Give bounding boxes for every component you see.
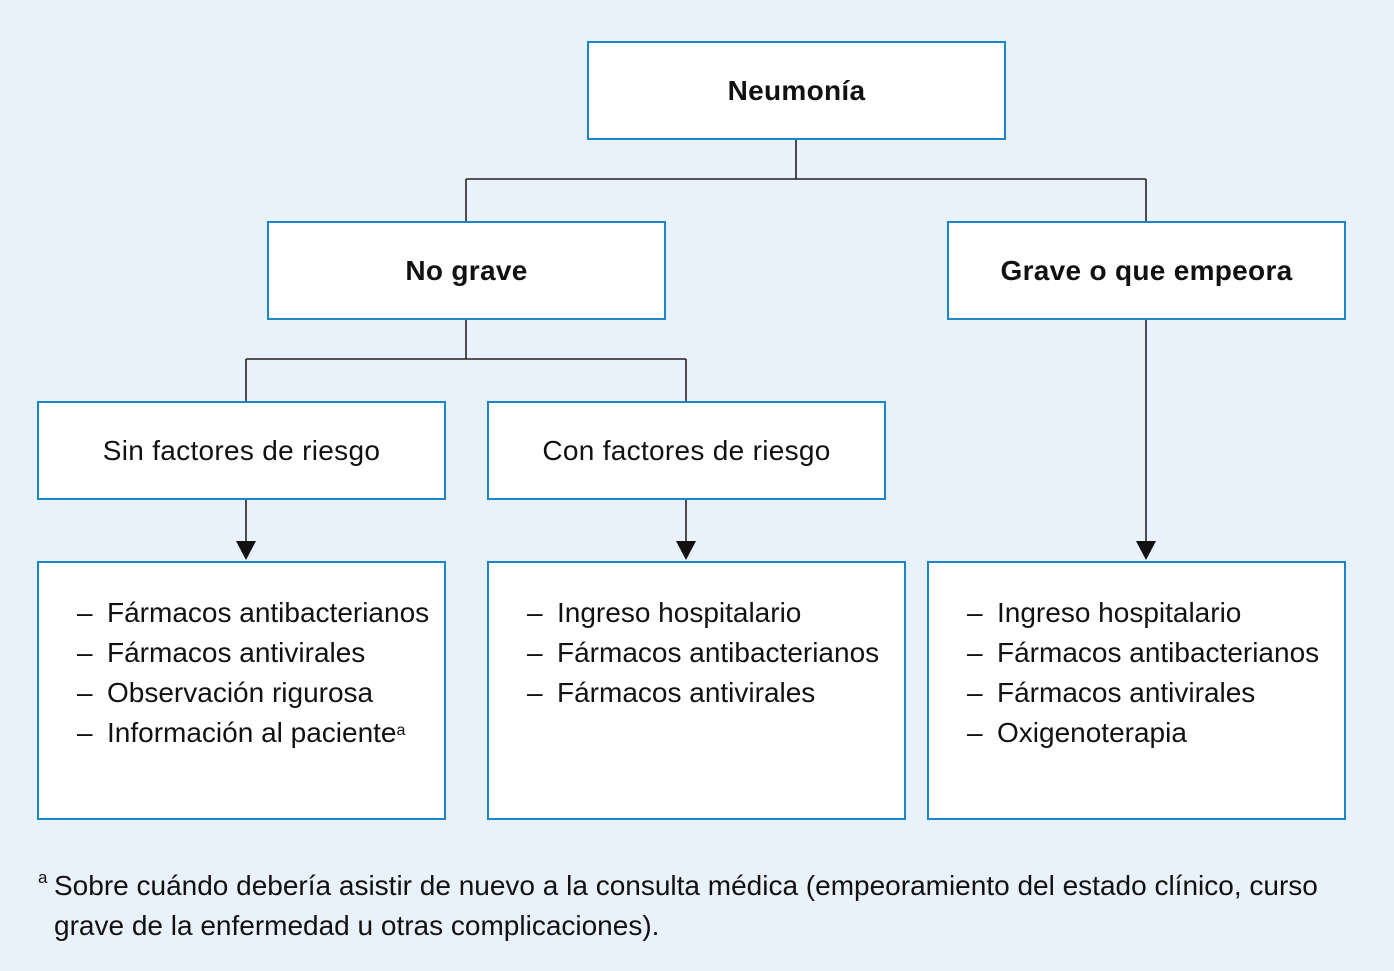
item-text: Ingreso hospitalario: [997, 597, 1242, 628]
item-text: Fármacos antivirales: [557, 677, 816, 708]
severe-node: Grave o que empeora: [947, 221, 1346, 320]
list-item: – Ingreso hospitalario: [489, 593, 894, 633]
footnote-reference: a: [396, 722, 406, 739]
root-label: Neumonía: [727, 74, 866, 106]
treatment-list-severe: – Ingreso hospitalario – Fármacos antiba…: [929, 563, 1344, 753]
root-node: Neumonía: [587, 41, 1006, 140]
mild-label: No grave: [405, 254, 528, 286]
list-item: – Fármacos antibacterianos: [929, 633, 1334, 673]
treatment-severe: – Ingreso hospitalario – Fármacos antiba…: [927, 561, 1346, 820]
risk-node: Con factores de riesgo: [487, 401, 886, 500]
bullet-dash: –: [527, 597, 543, 628]
arrowhead-risk: [676, 541, 696, 560]
no-risk-label: Sin factores de riesgo: [102, 434, 381, 466]
item-text: Fármacos antibacterianos: [557, 637, 880, 668]
bullet-dash: –: [527, 637, 543, 668]
list-item: – Fármacos antibacterianos: [39, 593, 434, 633]
list-item: – Ingreso hospitalario: [929, 593, 1334, 633]
bullet-dash: –: [77, 597, 93, 628]
bullet-dash: –: [967, 717, 983, 748]
bullet-dash: –: [967, 677, 983, 708]
list-item: – Fármacos antivirales: [39, 633, 434, 673]
list-item: – Fármacos antivirales: [929, 673, 1334, 713]
item-text: Oxigenoterapia: [997, 717, 1187, 748]
item-text: Observación rigurosa: [107, 677, 374, 708]
footnote-text: Sobre cuándo debería asistir de nuevo a …: [54, 870, 1318, 941]
bullet-dash: –: [967, 637, 983, 668]
item-text: Información al paciente: [107, 717, 397, 748]
arrowhead-severe: [1136, 541, 1156, 560]
bullet-dash: –: [77, 717, 93, 748]
item-text: Fármacos antivirales: [997, 677, 1256, 708]
tree-connectors: [245, 140, 1147, 542]
mild-node: No grave: [267, 221, 666, 320]
item-text: Fármacos antibacterianos: [997, 637, 1320, 668]
list-item: – Fármacos antivirales: [489, 673, 894, 713]
list-item: – Observación rigurosa: [39, 673, 434, 713]
treatment-risk: – Ingreso hospitalario – Fármacos antiba…: [487, 561, 906, 820]
list-item: – Fármacos antibacterianos: [489, 633, 894, 673]
severe-label: Grave o que empeora: [1000, 254, 1293, 286]
treatment-no-risk: – Fármacos antibacterianos – Fármacos an…: [37, 561, 446, 820]
arrowheads: [236, 541, 1156, 560]
list-item: – Oxigenoterapia: [929, 713, 1334, 753]
bullet-dash: –: [967, 597, 983, 628]
treatment-list-risk: – Ingreso hospitalario – Fármacos antiba…: [489, 563, 904, 713]
footnote: a Sobre cuándo debería asistir de nuevo …: [38, 866, 1358, 946]
no-risk-node: Sin factores de riesgo: [37, 401, 446, 500]
item-text: Fármacos antivirales: [107, 637, 366, 668]
footnote-mark: a: [38, 868, 48, 887]
item-text: Ingreso hospitalario: [557, 597, 802, 628]
bullet-dash: –: [77, 677, 93, 708]
arrowhead-no-risk: [236, 541, 256, 560]
bullet-dash: –: [77, 637, 93, 668]
list-item: – Información al pacientea: [39, 713, 434, 753]
treatment-list-no-risk: – Fármacos antibacterianos – Fármacos an…: [39, 563, 444, 753]
item-text: Fármacos antibacterianos: [107, 597, 430, 628]
bullet-dash: –: [527, 677, 543, 708]
risk-label: Con factores de riesgo: [542, 434, 831, 466]
